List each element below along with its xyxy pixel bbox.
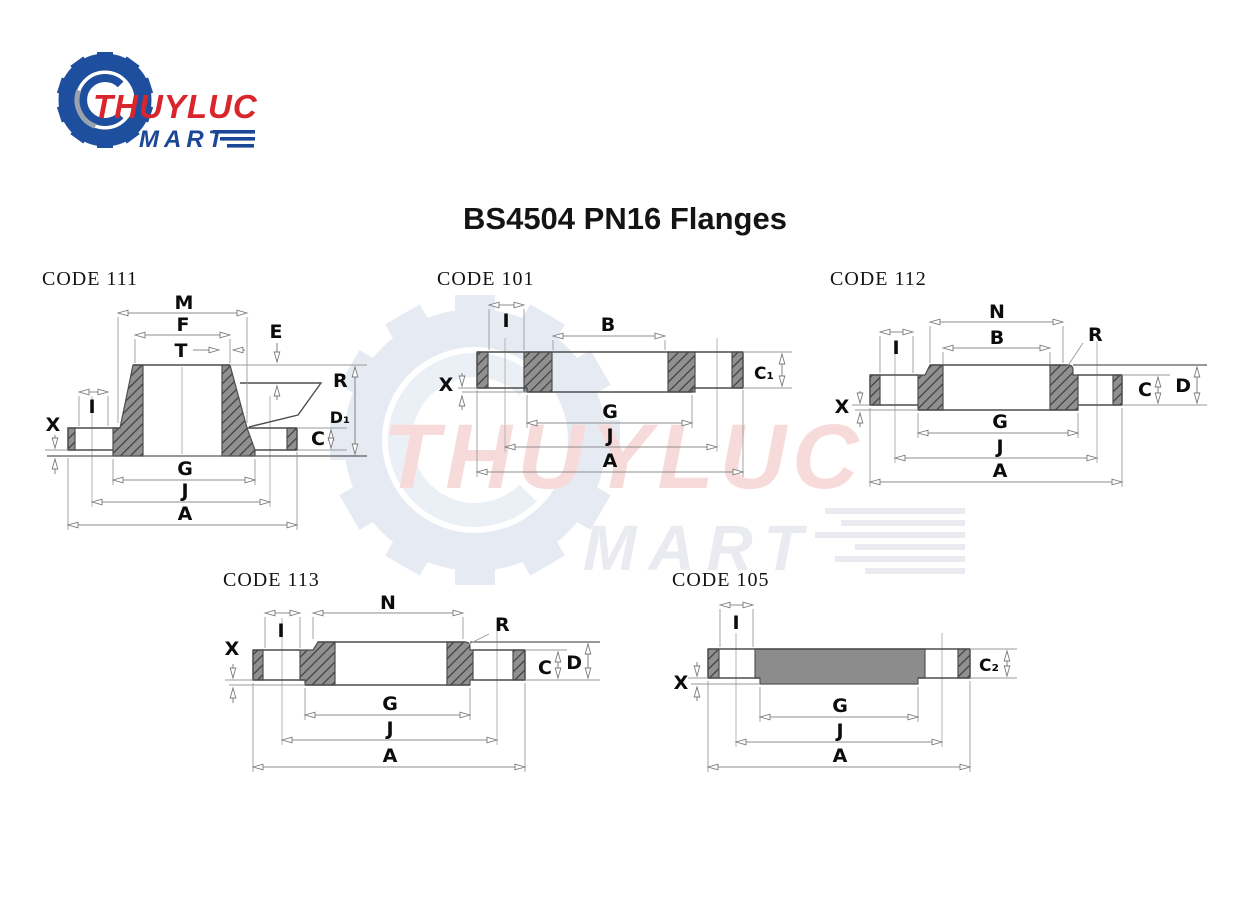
logo-gear-icon — [56, 52, 154, 148]
dim-label-c: C — [1138, 379, 1152, 401]
dim-label-f: F — [177, 314, 190, 336]
dim-label-r: R — [1088, 324, 1103, 346]
dim-label-i: I — [88, 396, 95, 418]
flange-drawing-weld-neck: M F T E R D₁ C X I G J A — [45, 293, 367, 530]
dim-label-x: X — [674, 672, 689, 694]
logo-brand-name: THUYLUC — [93, 88, 258, 125]
dim-label-g: G — [992, 411, 1008, 433]
diagram-code-label: CODE 112 — [830, 268, 927, 290]
dim-label-d: D — [566, 652, 582, 674]
dim-label-m: M — [175, 293, 194, 314]
dim-label-j: J — [384, 718, 393, 740]
logo-brand-sub: MART — [139, 126, 228, 153]
dim-label-i: I — [892, 337, 899, 359]
dim-label-e: E — [270, 321, 283, 343]
logo: THUYLUC MART — [35, 42, 275, 157]
diagram-code-label: CODE 105 — [672, 569, 770, 591]
dim-label-d: D — [1175, 375, 1191, 397]
dim-label-r: R — [333, 370, 348, 392]
dimension-lines — [688, 605, 1007, 772]
diagram-code-111: CODE 111 — [35, 268, 380, 553]
flange-cross-section — [47, 364, 367, 507]
dim-label-i: I — [732, 612, 739, 634]
page-title: BS4504 PN16 Flanges — [463, 200, 787, 236]
dim-label-x: X — [835, 396, 850, 418]
dim-label-x: X — [439, 374, 454, 396]
dim-label-j: J — [179, 480, 188, 502]
dim-label-c: C — [311, 428, 325, 450]
flange-cross-section — [691, 633, 1017, 747]
dimension-lines — [458, 305, 792, 477]
diagram-code-label: CODE 111 — [42, 268, 138, 290]
dim-label-c1: C₁ — [754, 364, 774, 384]
dim-label-a: A — [833, 745, 848, 767]
dim-label-n: N — [380, 593, 396, 614]
dimension-lines — [45, 313, 367, 530]
flange-cross-section — [462, 338, 744, 452]
dim-label-a: A — [603, 450, 618, 472]
dim-label-c: C — [538, 657, 552, 679]
flange-cross-section — [855, 341, 1207, 463]
diagram-code-101: CODE 101 — [420, 268, 805, 493]
dimension-lines — [225, 613, 588, 772]
dim-label-c2: C₂ — [979, 656, 999, 676]
flange-drawing-boss: N I R X C D G J A — [225, 593, 600, 772]
flange-drawing-slip-on-boss: N B R I X C D G J A — [835, 301, 1207, 487]
dim-label-d1: D₁ — [330, 408, 350, 427]
dim-label-a: A — [178, 503, 193, 525]
dim-label-r: R — [495, 614, 510, 636]
diagram-code-112: CODE 112 — [825, 268, 1250, 508]
dim-label-b: B — [990, 327, 1004, 349]
dim-label-n: N — [989, 301, 1005, 323]
diagram-code-105: CODE 105 — [655, 569, 1065, 799]
dim-label-j: J — [604, 425, 613, 447]
dim-label-b: B — [601, 314, 615, 336]
dim-label-j: J — [994, 436, 1003, 458]
dim-label-a: A — [383, 745, 398, 767]
diagram-code-label: CODE 101 — [437, 268, 535, 290]
dim-label-x: X — [46, 414, 61, 436]
logo-speed-lines — [213, 130, 255, 148]
dim-label-i: I — [277, 620, 284, 642]
flange-drawing-plate: I B X C₁ G J A — [439, 293, 792, 477]
dim-label-g: G — [382, 693, 398, 715]
dim-label-t: T — [175, 340, 188, 362]
dim-label-j: J — [834, 720, 843, 742]
dim-label-x: X — [225, 638, 240, 660]
flange-cross-section — [229, 618, 600, 745]
flange-drawing-blank: I X C₂ G J A — [674, 593, 1017, 772]
dim-label-g: G — [832, 695, 848, 717]
dim-label-g: G — [602, 401, 618, 423]
dim-label-g: G — [177, 458, 193, 480]
dim-label-a: A — [993, 460, 1008, 482]
diagram-code-113: CODE 113 — [215, 569, 625, 799]
diagram-code-label: CODE 113 — [223, 569, 320, 591]
watermark-speed-lines — [815, 508, 965, 574]
blank-flange-solid-body — [754, 648, 926, 685]
dimension-lines — [852, 322, 1197, 487]
dim-label-i: I — [502, 310, 509, 332]
